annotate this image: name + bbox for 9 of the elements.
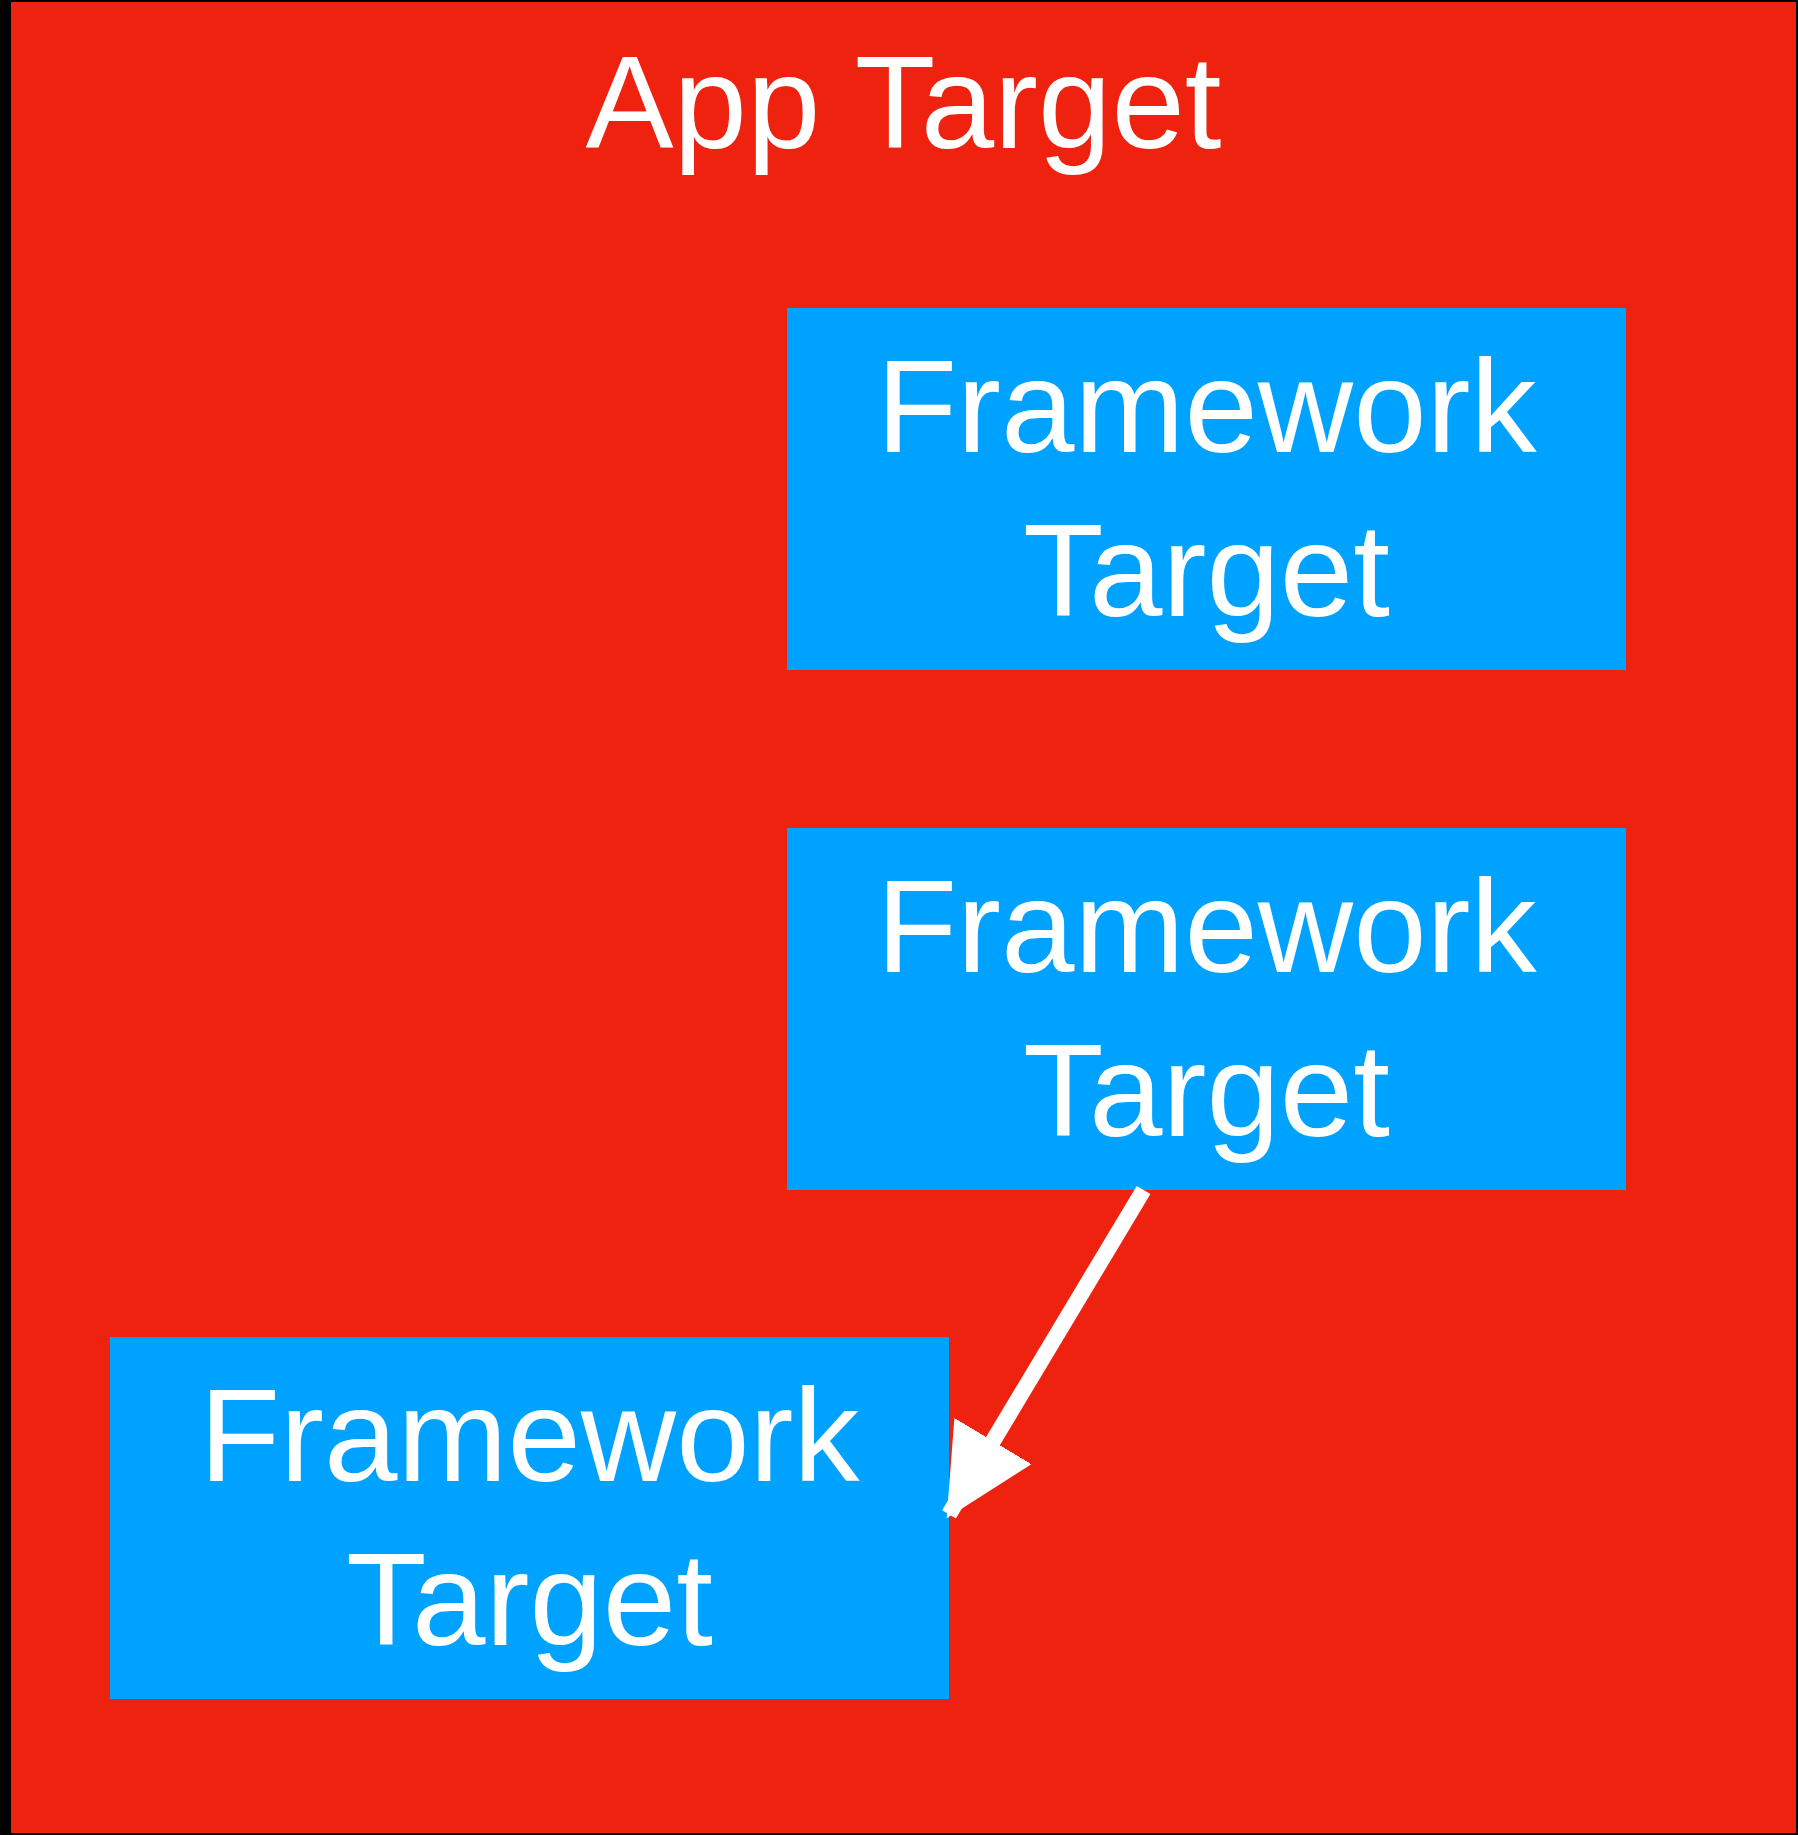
box-label: Framework Target [875,332,1538,646]
box-label: Framework Target [875,852,1538,1166]
target-box [787,828,1626,1190]
container-title: App Target [584,28,1223,178]
box-label: Framework Target [198,1361,861,1675]
target-box [110,1337,949,1699]
container-box [11,2,1796,1833]
arrow [942,1185,1151,1519]
target-box [787,308,1626,670]
